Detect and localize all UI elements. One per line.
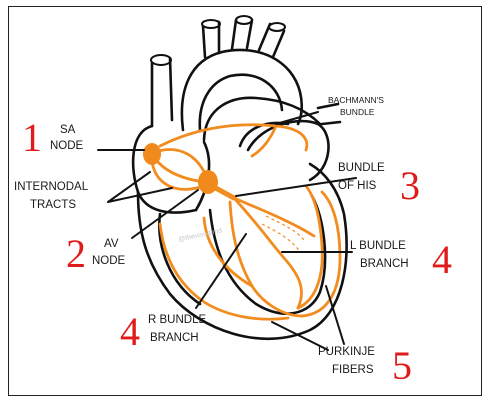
leader-rbundle: [196, 234, 246, 308]
label-number-purkinje: 5: [392, 346, 412, 386]
label-sa-line1: SA: [60, 124, 75, 137]
label-his-line1: BUNDLE: [338, 162, 385, 175]
label-number-av: 2: [66, 234, 86, 274]
label-av-line2: NODE: [92, 255, 125, 268]
sa-node-shape: [143, 143, 161, 165]
label-av-line1: AV: [104, 238, 119, 251]
internodal-tract-3: [155, 150, 207, 178]
label-rbundle-line2: BRANCH: [150, 332, 199, 345]
label-number-sa: 1: [22, 118, 42, 158]
label-purkinje-line1: PURKINJE: [318, 346, 375, 359]
label-number-rbundle: 4: [120, 312, 140, 352]
label-bachmann-line1: BACHMANN'S: [328, 96, 384, 106]
label-number-his: 3: [400, 166, 420, 206]
conduction-pathways: [152, 125, 340, 319]
label-purkinje-line2: FIBERS: [332, 364, 374, 377]
label-bachmann-line2: BUNDLE: [340, 108, 374, 118]
label-internodal-line2: TRACTS: [30, 199, 76, 212]
label-lbundle-line1: L BUNDLE: [350, 240, 406, 253]
label-internodal-line1: INTERNODAL: [14, 181, 88, 194]
label-his-line2: OF HIS: [338, 180, 376, 193]
label-lbundle-line2: BRANCH: [360, 258, 409, 271]
purkinje-fiber-3: [204, 218, 252, 286]
right-bundle-path: [230, 202, 302, 316]
purkinje-dashed: [262, 216, 304, 252]
label-number-lbundle: 4: [432, 240, 452, 280]
label-rbundle-line1: R BUNDLE: [148, 314, 206, 327]
av-node-shape: [198, 170, 218, 194]
label-sa-line2: NODE: [50, 140, 83, 153]
